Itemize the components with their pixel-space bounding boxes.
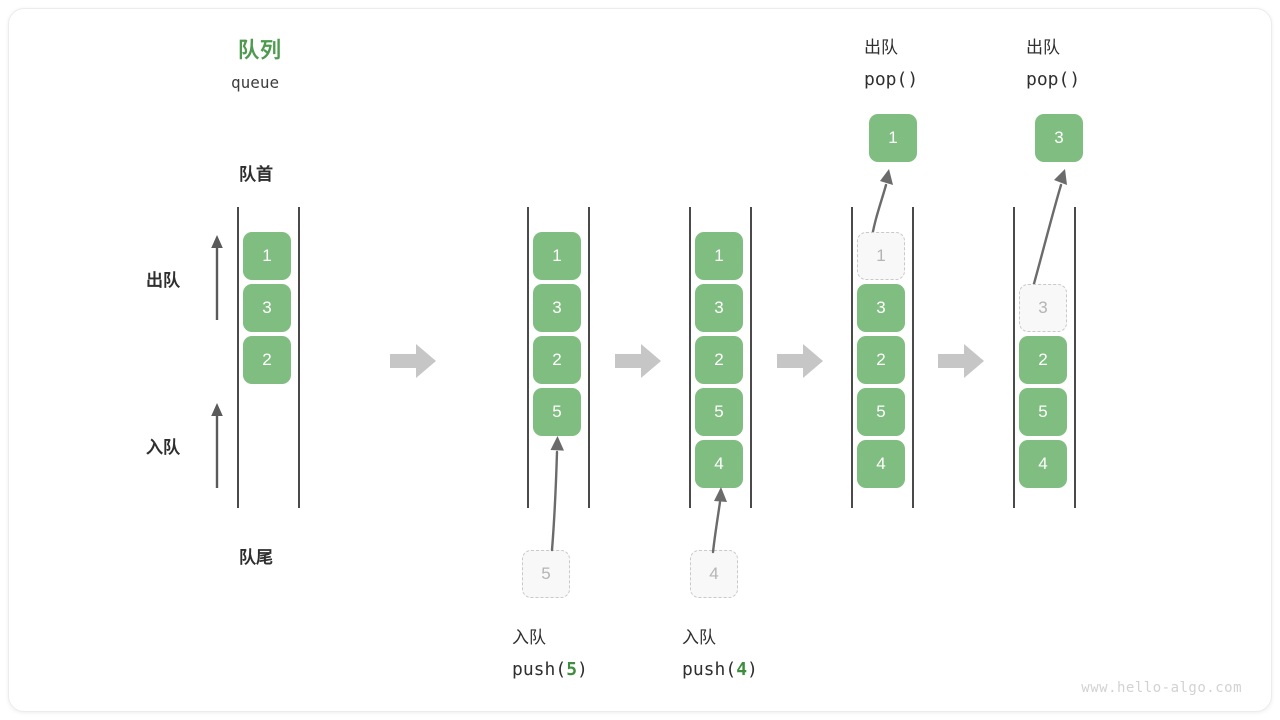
queue-rail-left <box>851 207 853 508</box>
queue-cell-new: 4 <box>695 440 743 488</box>
queue-rail-left <box>689 207 691 508</box>
push-code-pre: push( <box>682 659 737 680</box>
enqueue-motion-arrow-icon <box>550 436 564 552</box>
push-code-arg: 4 <box>736 659 748 680</box>
dequeue-direction-arrow-icon <box>211 235 223 320</box>
popped-element: 1 <box>869 114 917 162</box>
figure-title-cn: 队列 <box>238 39 282 62</box>
queue-cell: 5 <box>695 388 743 436</box>
queue-cell: 2 <box>533 336 581 384</box>
push-code-arg: 5 <box>566 659 578 680</box>
queue-rail-left <box>237 207 239 508</box>
queue-rail-left <box>1013 207 1015 508</box>
step-transition-arrow-icon <box>390 344 436 378</box>
queue-head-label: 队首 <box>239 165 273 184</box>
queue-rail-left <box>527 207 529 508</box>
step-transition-arrow-icon <box>615 344 661 378</box>
queue-rail-right <box>912 207 914 508</box>
queue-cell-removed: 3 <box>1019 284 1067 332</box>
push-code-post: ) <box>577 659 588 680</box>
queue-cell: 2 <box>695 336 743 384</box>
enqueue-direction-label: 入队 <box>146 438 180 457</box>
queue-cell: 5 <box>857 388 905 436</box>
queue-cell: 1 <box>533 232 581 280</box>
step-transition-arrow-icon <box>777 344 823 378</box>
queue-tail-label: 队尾 <box>239 548 273 567</box>
push-caption-code: push(4) <box>682 659 758 680</box>
push-code-pre: push( <box>512 659 567 680</box>
queue-cell: 2 <box>243 336 291 384</box>
queue-cell: 3 <box>695 284 743 332</box>
push-caption-cn: 入队 <box>512 628 546 647</box>
queue-cell: 3 <box>533 284 581 332</box>
queue-cell-removed: 1 <box>857 232 905 280</box>
pop-header-code: pop() <box>864 69 919 90</box>
incoming-element-ghost: 5 <box>522 550 570 598</box>
queue-rail-right <box>588 207 590 508</box>
queue-rail-right <box>750 207 752 508</box>
queue-cell: 5 <box>1019 388 1067 436</box>
dequeue-direction-label: 出队 <box>146 271 180 290</box>
pop-header-cn: 出队 <box>1026 38 1060 57</box>
push-code-post: ) <box>747 659 758 680</box>
queue-rail-right <box>1074 207 1076 508</box>
figure-title-en: queue <box>231 73 280 92</box>
popped-element: 3 <box>1035 114 1083 162</box>
queue-cell: 2 <box>1019 336 1067 384</box>
step-transition-arrow-icon <box>938 344 984 378</box>
queue-cell: 4 <box>857 440 905 488</box>
queue-cell-new: 5 <box>533 388 581 436</box>
queue-cell: 3 <box>243 284 291 332</box>
incoming-element-ghost: 4 <box>690 550 738 598</box>
pop-header-cn: 出队 <box>864 38 898 57</box>
queue-cell: 4 <box>1019 440 1067 488</box>
watermark: www.hello-algo.com <box>1081 680 1242 696</box>
push-caption-code: push(5) <box>512 659 588 680</box>
queue-cell: 3 <box>857 284 905 332</box>
queue-cell: 2 <box>857 336 905 384</box>
queue-cell: 1 <box>695 232 743 280</box>
enqueue-motion-arrow-icon <box>711 487 727 554</box>
queue-rail-right <box>298 207 300 508</box>
enqueue-direction-arrow-icon <box>211 403 223 488</box>
push-caption-cn: 入队 <box>682 628 716 647</box>
queue-cell: 1 <box>243 232 291 280</box>
dequeue-motion-arrow-icon <box>1028 169 1067 300</box>
pop-header-code: pop() <box>1026 69 1081 90</box>
